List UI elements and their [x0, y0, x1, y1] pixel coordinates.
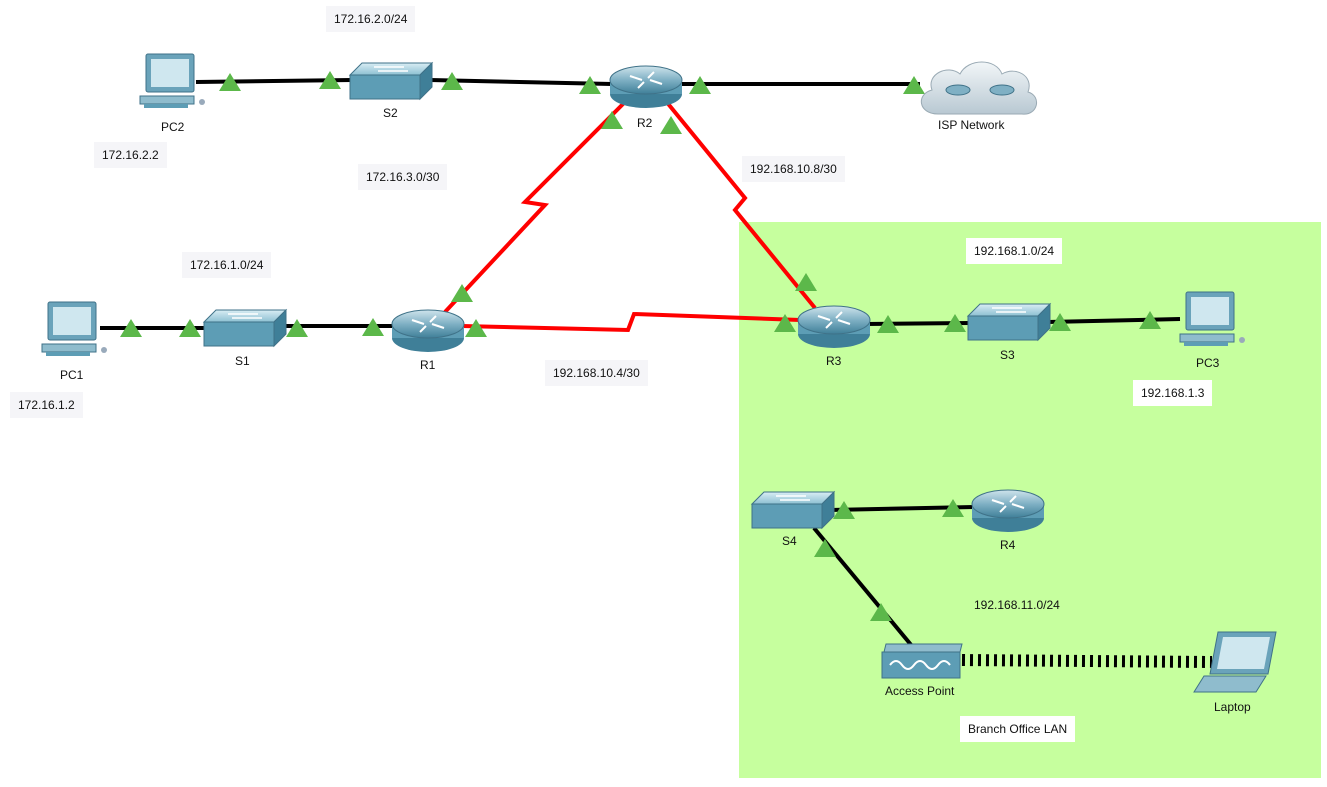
s2-label: S2 [383, 106, 398, 120]
port-up-indicator [319, 71, 341, 89]
r4-router-icon[interactable] [971, 489, 1045, 532]
port-up-indicator [465, 319, 487, 337]
s2-switch-icon[interactable] [348, 61, 434, 101]
ethernet-links [100, 78, 1181, 648]
port-up-indicator [903, 76, 925, 94]
note-net-192-168-10-4: 192.168.10.4/30 [545, 360, 648, 386]
pc3-label: PC3 [1196, 356, 1220, 370]
pc1-label: PC1 [60, 368, 84, 382]
access-point-icon[interactable] [881, 643, 963, 679]
note-net-192-168-10-8: 192.168.10.8/30 [742, 156, 845, 182]
port-up-indicator [944, 314, 966, 332]
serial-links [443, 98, 817, 333]
port-up-indicator [833, 501, 855, 519]
note-net-192-168-11: 192.168.11.0/24 [974, 598, 1060, 612]
s3-switch-icon[interactable] [966, 302, 1052, 342]
note-branch-office-lan: Branch Office LAN [960, 716, 1076, 742]
link-r2-r3 [663, 98, 817, 310]
r4-label: R4 [1000, 538, 1016, 552]
note-net-172-16-2: 172.16.2.0/24 [326, 6, 416, 32]
port-up-indicator [1139, 311, 1161, 329]
port-up-indicator [179, 319, 201, 337]
note-pc3-ip: 192.168.1.3 [1133, 380, 1213, 406]
r1-router-icon[interactable] [391, 309, 465, 352]
note-net-192-168-1: 192.168.1.0/24 [966, 238, 1063, 264]
s4-label: S4 [782, 534, 797, 548]
s1-switch-icon[interactable] [202, 308, 288, 348]
port-up-indicator [120, 319, 142, 337]
port-up-indicator [795, 273, 817, 291]
port-up-indicator [219, 73, 241, 91]
isp-network-label: ISP Network [938, 118, 1005, 132]
laptop-icon[interactable] [1193, 631, 1277, 693]
link-s4-ap [812, 526, 914, 648]
link-r1-r3 [461, 311, 801, 333]
port-up-indicator [877, 315, 899, 333]
r2-label: R2 [637, 116, 653, 130]
port-up-indicator [870, 603, 892, 621]
port-up-indicator [1049, 313, 1071, 331]
pc2-label: PC2 [161, 120, 185, 134]
port-up-indicator [814, 539, 836, 557]
port-up-indicator [689, 76, 711, 94]
port-up-indicator [601, 111, 623, 129]
pc1-icon[interactable] [41, 301, 107, 356]
s3-label: S3 [1000, 348, 1015, 362]
port-up-indicator [579, 76, 601, 94]
note-pc1-ip: 172.16.1.2 [10, 392, 83, 418]
note-net-172-16-3: 172.16.3.0/30 [358, 164, 448, 190]
r2-router-icon[interactable] [609, 65, 683, 108]
link-r1-r2 [443, 98, 629, 314]
link-s2-r2 [429, 78, 613, 86]
port-up-indicator [451, 284, 473, 302]
r3-router-icon[interactable] [797, 305, 871, 348]
laptop-label: Laptop [1214, 700, 1251, 714]
r3-label: R3 [826, 354, 842, 368]
isp-cloud-icon[interactable] [921, 61, 1037, 115]
s1-label: S1 [235, 354, 250, 368]
note-net-172-16-1: 172.16.1.0/24 [182, 252, 272, 278]
pc3-icon[interactable] [1179, 291, 1245, 346]
access-point-label: Access Point [885, 684, 955, 698]
note-pc2-ip: 172.16.2.2 [94, 142, 167, 168]
port-indicators [120, 71, 1161, 621]
port-up-indicator [286, 319, 308, 337]
s4-switch-icon[interactable] [750, 490, 836, 530]
r1-label: R1 [420, 358, 436, 372]
port-up-indicator [362, 318, 384, 336]
link-s3-pc3 [1047, 317, 1181, 324]
port-up-indicator [441, 72, 463, 90]
port-up-indicator [942, 499, 964, 517]
wireless-link-ap-laptop [961, 654, 1213, 668]
port-up-indicator [774, 314, 796, 332]
port-up-indicator [660, 116, 682, 134]
pc2-icon[interactable] [139, 53, 205, 108]
